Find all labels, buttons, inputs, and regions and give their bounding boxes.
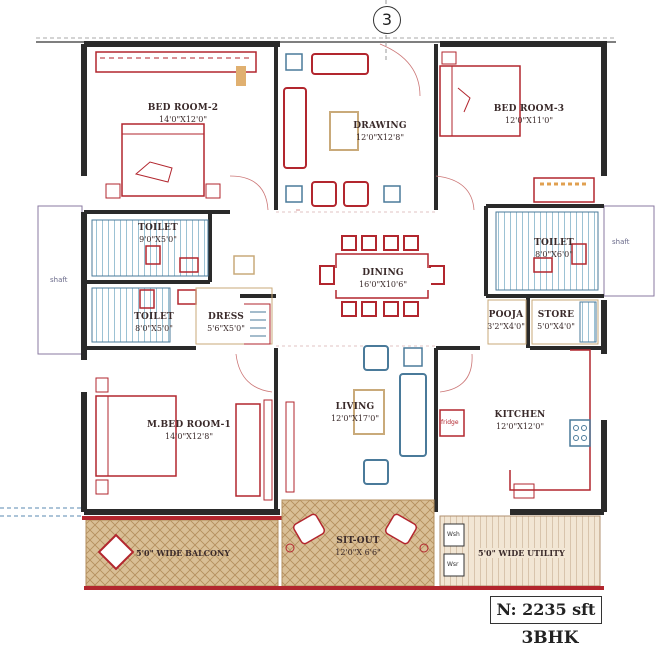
interior-walls [84,44,604,512]
shaft-right-label: shaft [612,238,630,246]
dress-label: DRESS 5'6"X5'0" [196,312,256,334]
living-label: LIVING 12'0"X17'0" [318,402,392,424]
drawing-furniture [283,53,401,207]
living-dim: 12'0"X17'0" [331,414,379,423]
living-furniture [285,345,427,493]
toilet-top-left-label: TOILET 9'0"X5'0" [120,223,196,245]
master-bedroom-dim: 14'0"X12'8" [165,432,213,441]
shaft-right-box [603,205,655,297]
shaft-left-label: shaft [50,276,68,284]
pooja-name: POOJA [488,310,524,320]
dress-dim: 5'6"X5'0" [207,324,245,333]
toilet-bottom-left-name: TOILET [134,312,174,322]
bedroom-2-label: BED ROOM-2 14'0"X12'0" [128,103,238,125]
living-name: LIVING [335,402,375,412]
balcony-label: 5'0" WIDE BALCONY [136,548,231,558]
toilet-top-left-name: TOILET [138,223,178,233]
dining-furniture [319,235,445,317]
master-bedroom-name: M.BED ROOM-1 [146,420,232,430]
service-lines [0,507,84,517]
sitout-floor [278,499,438,590]
fridge-label: fridge [441,419,459,426]
dining-name: DINING [362,268,404,278]
bedroom-3-name: BED ROOM-3 [493,104,565,114]
toilet-bottom-left-label: TOILET 8'0"X5'0" [118,312,190,334]
balcony-floor [82,516,282,590]
dress-name: DRESS [208,312,244,322]
pooja-label: POOJA 3'2"X4'0" [484,310,528,332]
sitout-name: SIT-OUT [336,536,380,546]
toilet-top-left [91,219,209,277]
toilet-right [495,211,599,291]
sitout-dim: 12'0"X 6'6" [335,548,381,557]
toilet-right-dim: 8'0"X6'0" [535,250,573,259]
bedroom-3-dim: 12'0"X11'0" [505,116,553,125]
drawing-name: DRAWING [353,121,407,131]
toilet-top-left-dim: 9'0"X5'0" [139,235,177,244]
store-dim: 5'0"X4'0" [537,322,575,331]
dining-label: DINING 16'0"X10'6" [335,268,431,290]
kitchen-label: KITCHEN 12'0"X12'0" [470,410,570,432]
washer-label: Wsr [447,561,459,568]
kitchen-dim: 12'0"X12'0" [496,422,544,431]
bedroom-2-dim: 14'0"X12'0" [159,115,207,124]
bedroom-2-furniture [95,51,257,199]
master-bedroom-furniture [95,377,273,501]
plan-type: 3BHK [521,628,579,648]
door-arcs [229,43,475,393]
dining-dim: 16'0"X10'6" [359,280,407,289]
pooja-dim: 3'2"X4'0" [487,322,525,331]
dress-room [195,255,273,345]
toilet-right-name: TOILET [534,238,574,248]
bedroom-2-name: BED ROOM-2 [147,103,219,113]
exterior-walls [81,41,607,515]
grid-marker: 3 [373,6,401,34]
area-badge: N: 2235 sft [490,596,602,624]
toilet-right-label: TOILET 8'0"X6'0" [516,238,592,260]
pooja-store [487,299,599,345]
kitchen-name: KITCHEN [494,410,546,420]
store-label: STORE 5'0"X4'0" [530,310,582,332]
sitout-label: SIT-OUT 12'0"X 6'6" [322,536,394,558]
utility-label: 5'0" WIDE UTILITY [478,548,565,558]
store-name: STORE [537,310,575,320]
toilet-bottom-left-dim: 8'0"X5'0" [135,324,173,333]
bedroom-3-label: BED ROOM-3 12'0"X11'0" [474,104,584,126]
top-boundary [36,0,616,60]
drawing-dim: 12'0"X12'8" [356,133,404,142]
kitchen-fixtures [439,349,591,499]
wash-label: Wsh [447,531,460,538]
bedroom-3-furniture [439,51,595,203]
master-bedroom-label: M.BED ROOM-1 14'0"X12'8" [134,420,244,442]
toilet-bottom-left [91,287,197,343]
drawing-label: DRAWING 12'0"X12'8" [330,121,430,143]
